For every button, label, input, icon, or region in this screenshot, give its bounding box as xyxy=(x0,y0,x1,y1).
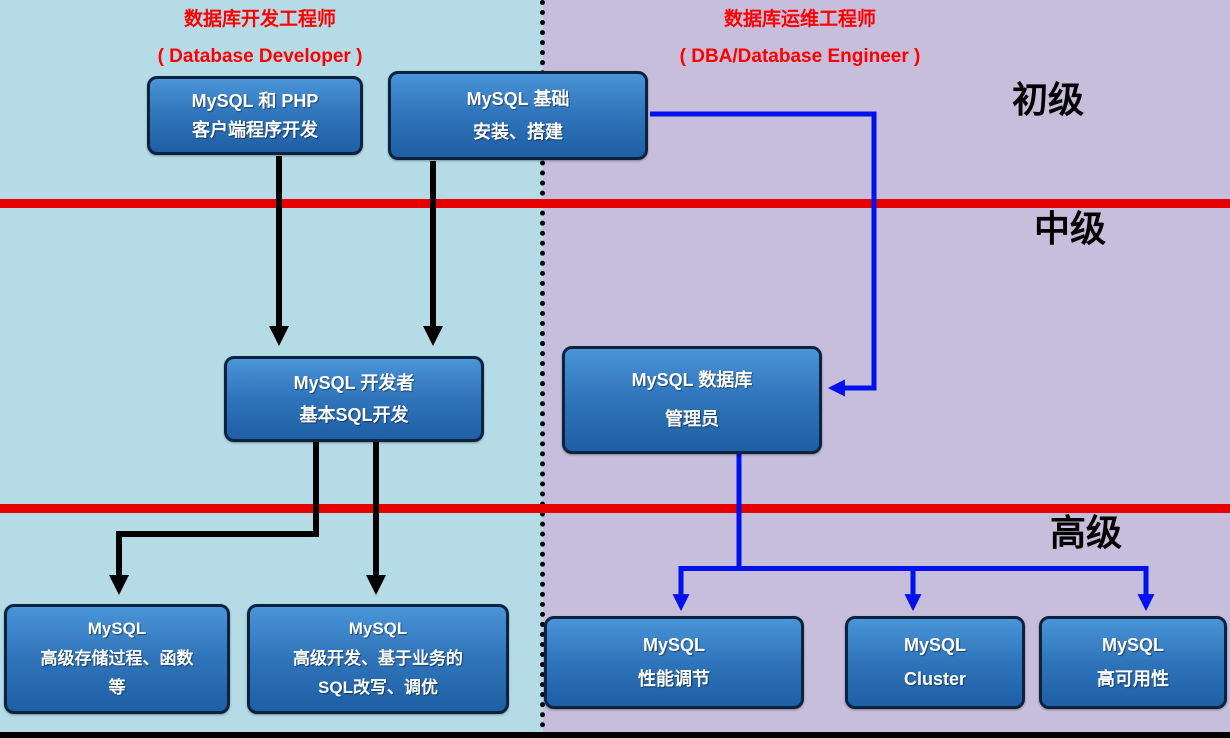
node-mysql-developer: MySQL 开发者 基本SQL开发 xyxy=(224,356,484,442)
node-php-client-line1: MySQL 和 PHP xyxy=(191,90,319,111)
node-stored-procs-line2: 高级存储过程、函数 xyxy=(40,648,194,668)
node-mysql-dba-line2: 管理员 xyxy=(665,409,719,430)
node-perf-tuning: MySQL 性能调节 xyxy=(544,616,804,709)
level-label-advanced: 高级 xyxy=(1050,512,1123,553)
node-mysql-basics-line1: MySQL 基础 xyxy=(466,89,570,109)
node-mysql-developer-line1: MySQL 开发者 xyxy=(293,373,415,393)
node-mysql-developer-line2: 基本SQL开发 xyxy=(299,404,409,425)
node-php-client-line2: 客户端程序开发 xyxy=(192,119,318,140)
node-advanced-dev-line3: SQL改写、调优 xyxy=(318,678,438,698)
node-advanced-dev-line1: MySQL xyxy=(348,619,408,639)
bottom-border-line xyxy=(0,732,1230,738)
node-php-client: MySQL 和 PHP 客户端程序开发 xyxy=(147,76,363,155)
node-perf-tuning-line2: 性能调节 xyxy=(638,669,710,690)
node-mysql-basics: MySQL 基础 安装、搭建 xyxy=(388,71,648,160)
node-high-availability-line1: MySQL xyxy=(1101,635,1164,656)
developer-column-header: 数据库开发工程师 ( Database Developer ) xyxy=(110,10,410,66)
node-cluster-line2: Cluster xyxy=(903,669,966,690)
node-stored-procs-line3: 等 xyxy=(108,678,126,698)
node-perf-tuning-line1: MySQL xyxy=(642,635,705,656)
developer-column-title: 数据库开发工程师 xyxy=(183,9,336,30)
dba-column-title: 数据库运维工程师 xyxy=(723,9,876,30)
node-high-availability-line2: 高可用性 xyxy=(1097,669,1169,690)
node-high-availability: MySQL 高可用性 xyxy=(1039,616,1227,709)
node-stored-procs: MySQL 高级存储过程、函数 等 xyxy=(4,604,230,714)
dotted-divider-line xyxy=(540,0,545,738)
level-label-intermediate: 中级 xyxy=(1034,208,1107,249)
dba-column-header: 数据库运维工程师 ( DBA/Database Engineer ) xyxy=(640,10,960,66)
developer-column-subtitle: ( Database Developer ) xyxy=(157,46,363,67)
dba-column-subtitle: ( DBA/Database Engineer ) xyxy=(679,46,921,67)
level-separator-intermediate-advanced xyxy=(0,504,1230,513)
node-stored-procs-line1: MySQL xyxy=(87,619,147,639)
level-separator-beginner-intermediate xyxy=(0,199,1230,208)
node-advanced-dev: MySQL 高级开发、基于业务的 SQL改写、调优 xyxy=(247,604,509,714)
node-mysql-basics-line2: 安装、搭建 xyxy=(473,121,563,142)
node-cluster-line1: MySQL xyxy=(903,635,966,656)
level-label-beginner: 初级 xyxy=(1012,79,1085,120)
node-cluster: MySQL Cluster xyxy=(845,616,1025,709)
node-mysql-dba-line1: MySQL 数据库 xyxy=(631,370,753,391)
node-advanced-dev-line2: 高级开发、基于业务的 xyxy=(293,648,463,668)
node-mysql-dba: MySQL 数据库 管理员 xyxy=(562,346,822,454)
